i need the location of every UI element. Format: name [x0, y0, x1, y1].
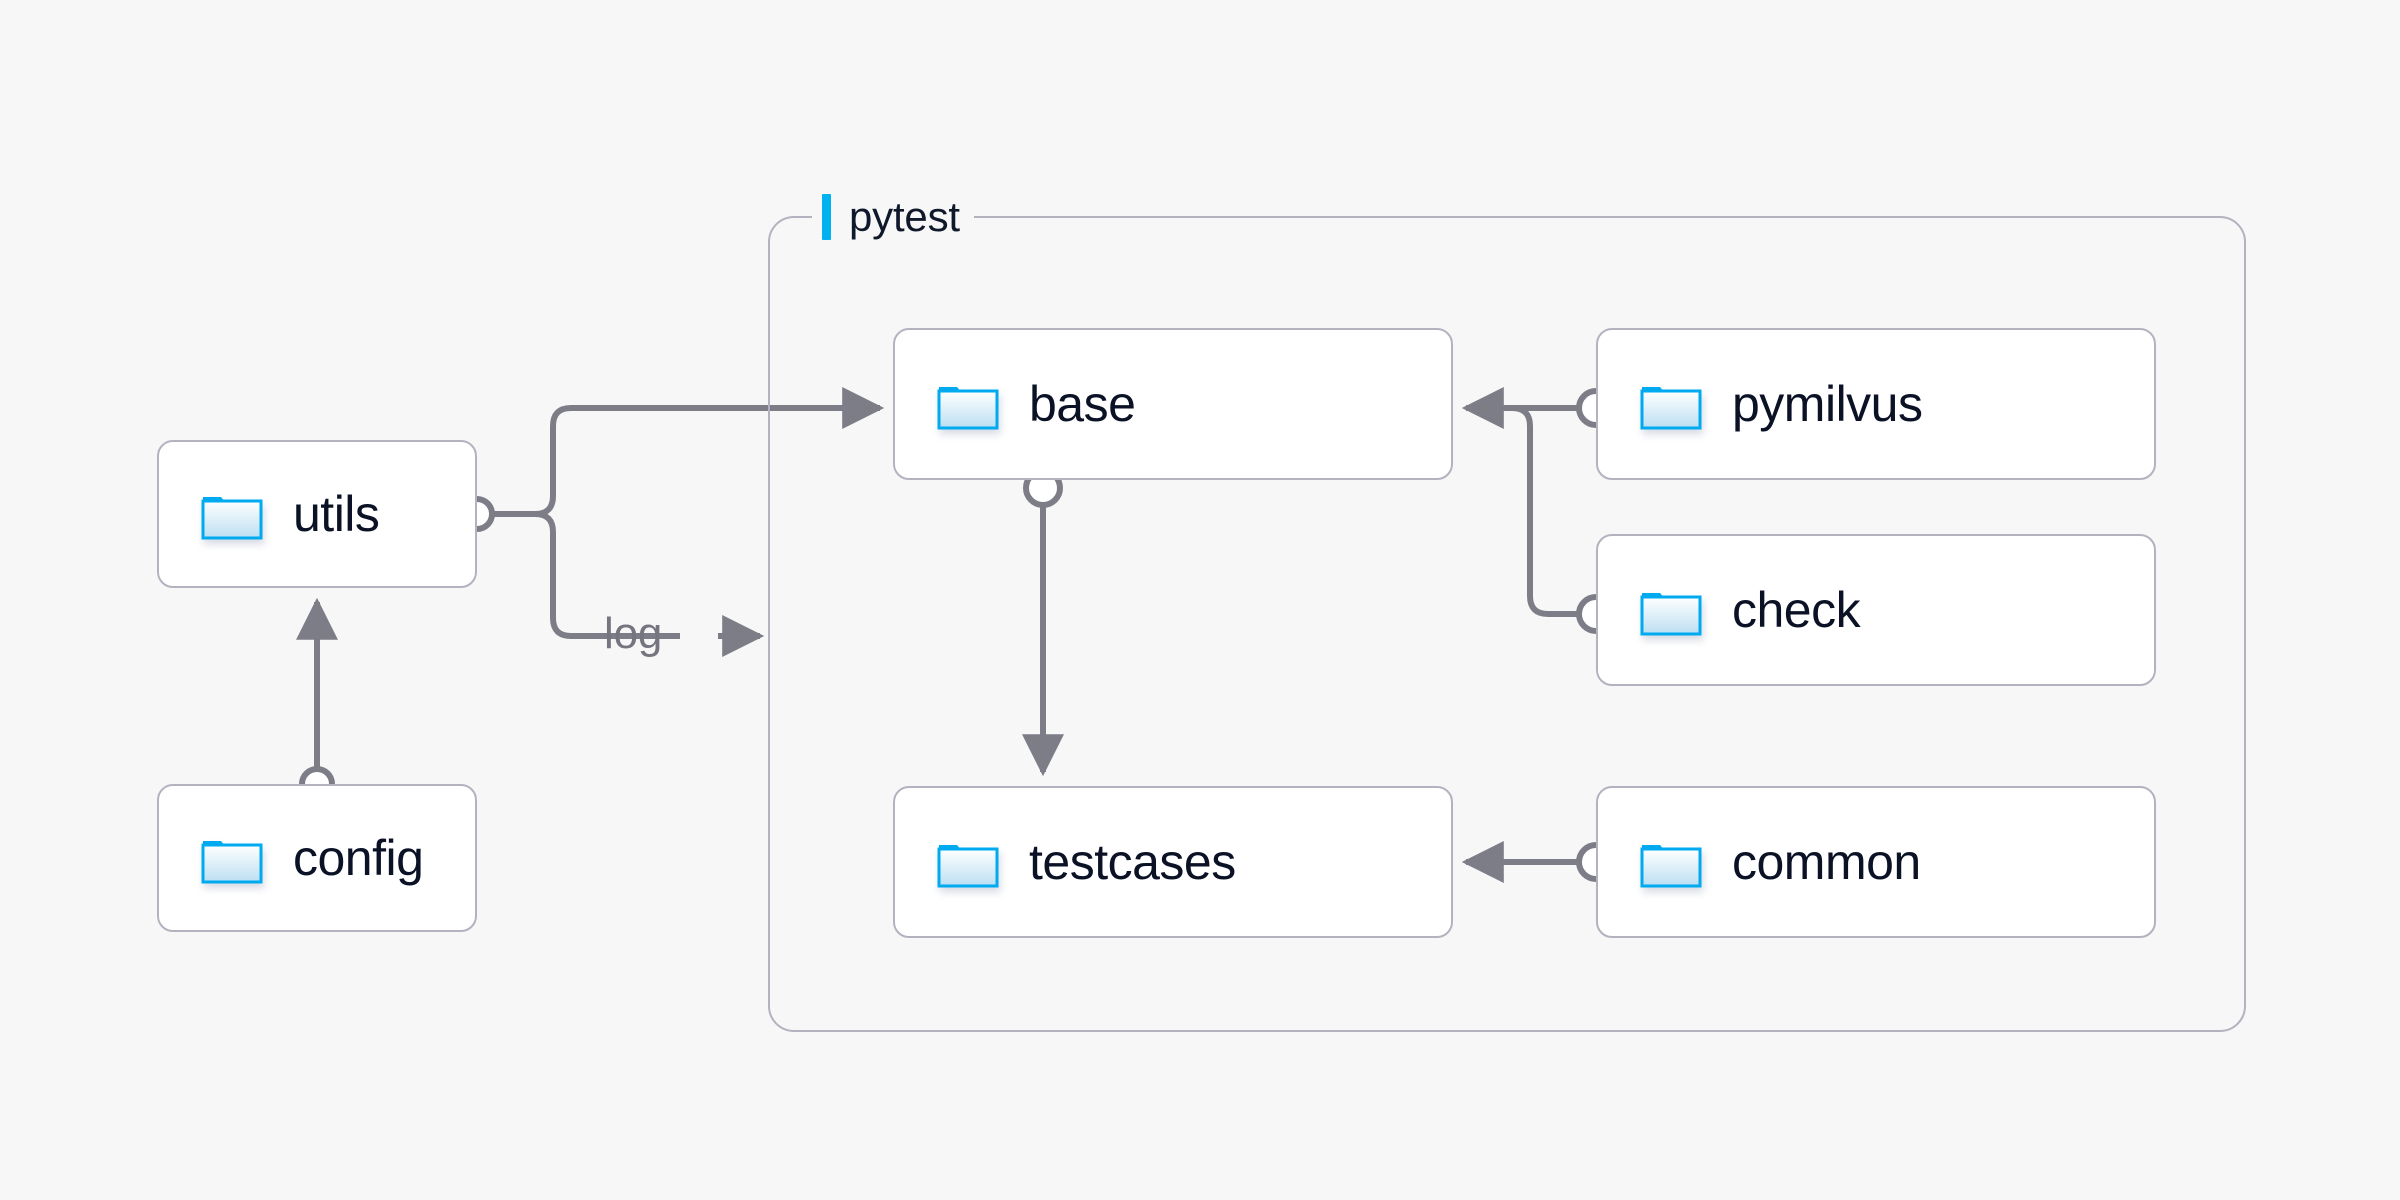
node-label: pymilvus — [1732, 376, 1923, 432]
node-label: testcases — [1029, 834, 1236, 890]
group-accent-bar — [822, 194, 831, 240]
pytest-group-header: pytest — [812, 190, 974, 244]
folder-icon — [201, 832, 263, 884]
node-label: config — [293, 830, 424, 886]
node-label: common — [1732, 834, 1921, 890]
node-utils[interactable]: utils — [157, 440, 477, 588]
node-label: utils — [293, 486, 380, 542]
node-label: check — [1732, 582, 1861, 638]
node-label: base — [1029, 376, 1136, 432]
folder-icon — [1640, 836, 1702, 888]
node-base[interactable]: base — [893, 328, 1453, 480]
folder-icon — [201, 488, 263, 540]
node-config[interactable]: config — [157, 784, 477, 932]
node-pymilvus[interactable]: pymilvus — [1596, 328, 2156, 480]
group-title: pytest — [849, 193, 960, 240]
node-common[interactable]: common — [1596, 786, 2156, 938]
folder-icon — [1640, 378, 1702, 430]
folder-icon — [937, 836, 999, 888]
node-testcases[interactable]: testcases — [893, 786, 1453, 938]
node-check[interactable]: check — [1596, 534, 2156, 686]
edge-label-log: log — [604, 609, 663, 658]
folder-icon — [937, 378, 999, 430]
folder-icon — [1640, 584, 1702, 636]
pytest-group-container[interactable] — [768, 216, 2246, 1032]
